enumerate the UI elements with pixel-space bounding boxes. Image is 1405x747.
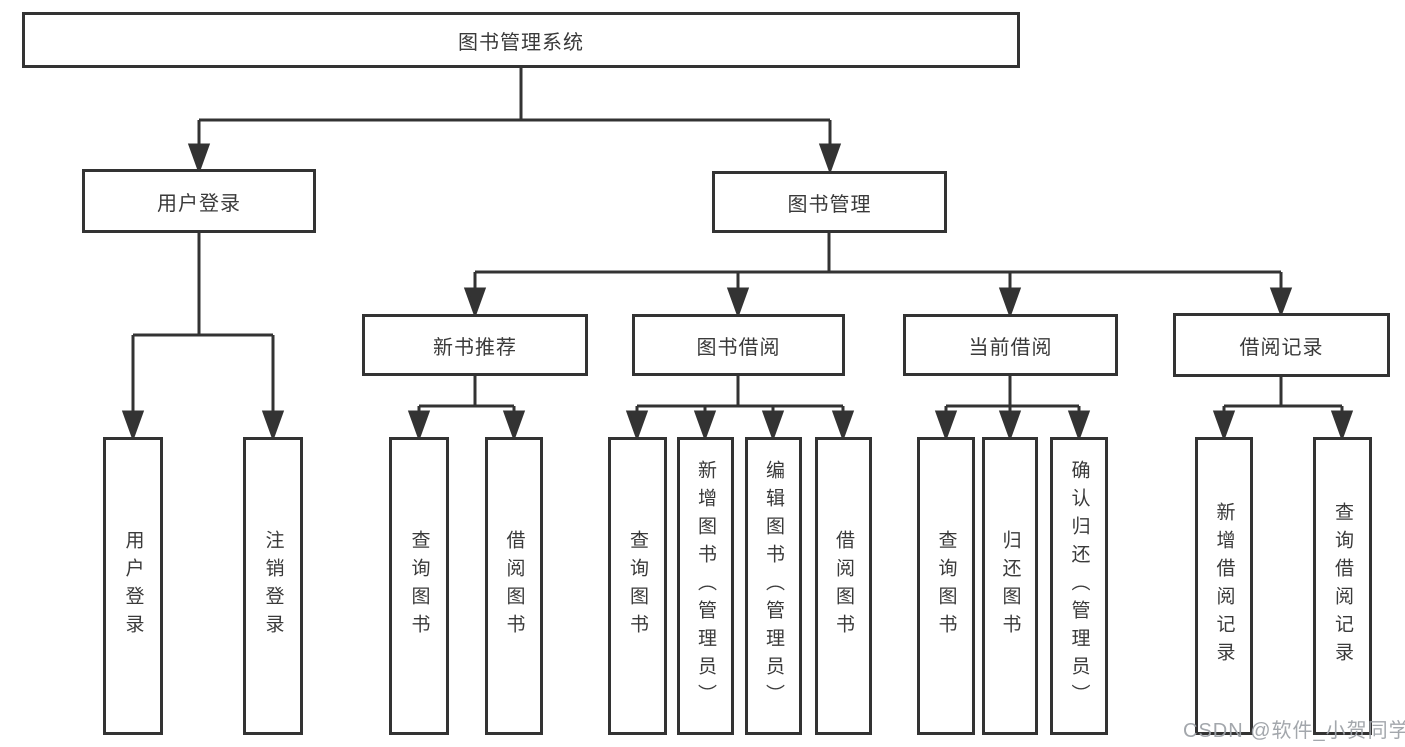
node-label: 借阅图书: [503, 530, 525, 642]
arrowhead: [407, 410, 431, 442]
leaf-borrow-books-recommendation: 借阅图书: [485, 437, 543, 735]
arrowhead: [1067, 410, 1091, 442]
arrowhead: [693, 410, 717, 442]
node-current-borrowing: 当前借阅: [903, 314, 1118, 376]
arrowhead: [625, 410, 649, 442]
node-borrowing-records: 借阅记录: [1173, 313, 1390, 377]
leaf-query-books-current: 查询图书: [917, 437, 975, 735]
node-label: 借阅记录: [1239, 336, 1324, 359]
node-label: 新增图书（管理员）: [695, 460, 716, 712]
node-book-management: 图书管理: [712, 171, 947, 233]
leaf-confirm-return-admin: 确认归还（管理员）: [1050, 437, 1108, 735]
node-label: 借阅图书: [833, 530, 854, 642]
node-label: 查询图书: [627, 530, 648, 642]
leaf-edit-books-admin: 编辑图书（管理员）: [745, 437, 802, 735]
node-label: 图书管理系统: [458, 31, 584, 54]
leaf-query-borrowing-record: 查询借阅记录: [1313, 437, 1372, 735]
node-label: 查询图书: [935, 530, 957, 642]
arrowhead: [934, 410, 958, 442]
arrowhead: [818, 143, 842, 175]
arrowhead: [1269, 287, 1293, 318]
arrowhead: [761, 410, 785, 442]
arrowhead: [187, 143, 211, 175]
node-book-borrowing: 图书借阅: [632, 314, 845, 376]
node-label: 注销登录: [262, 530, 284, 642]
node-label: 图书管理: [787, 193, 872, 216]
arrowhead: [502, 410, 526, 442]
node-new-book-recommendation: 新书推荐: [362, 314, 588, 376]
node-label: 用户登录: [122, 530, 144, 642]
node-label: 编辑图书（管理员）: [763, 460, 784, 712]
arrowhead: [1330, 410, 1354, 442]
leaf-query-books-borrowing: 查询图书: [608, 437, 667, 735]
leaf-query-books-recommendation: 查询图书: [389, 437, 449, 735]
arrowhead: [261, 410, 285, 442]
node-label: 查询图书: [408, 530, 430, 642]
leaf-return-books: 归还图书: [982, 437, 1038, 735]
leaf-user-login: 用户登录: [103, 437, 163, 735]
node-label: 图书借阅: [696, 336, 781, 359]
node-label: 查询借阅记录: [1332, 502, 1353, 670]
node-label: 用户登录: [157, 192, 241, 215]
node-label: 新增借阅记录: [1213, 502, 1235, 670]
arrowhead: [1212, 410, 1236, 442]
arrowhead: [726, 287, 750, 319]
node-label: 确认归还（管理员）: [1068, 460, 1090, 712]
leaf-borrow-books-borrowing: 借阅图书: [815, 437, 872, 735]
leaf-add-books-admin: 新增图书（管理员）: [677, 437, 734, 735]
arrowhead: [998, 287, 1022, 319]
csdn-watermark: CSDN @软件_小贺同学: [1183, 720, 1405, 742]
arrowhead: [121, 410, 145, 442]
node-label: 当前借阅: [968, 336, 1053, 359]
leaf-add-borrowing-record: 新增借阅记录: [1195, 437, 1253, 735]
leaf-logout: 注销登录: [243, 437, 303, 735]
node-label: 新书推荐: [433, 336, 517, 359]
arrowhead: [463, 287, 487, 319]
arrowhead: [998, 410, 1022, 442]
node-label: 归还图书: [999, 530, 1021, 642]
node-user-login: 用户登录: [82, 169, 316, 233]
arrowhead: [831, 410, 855, 442]
node-library-management-system: 图书管理系统: [22, 12, 1020, 68]
